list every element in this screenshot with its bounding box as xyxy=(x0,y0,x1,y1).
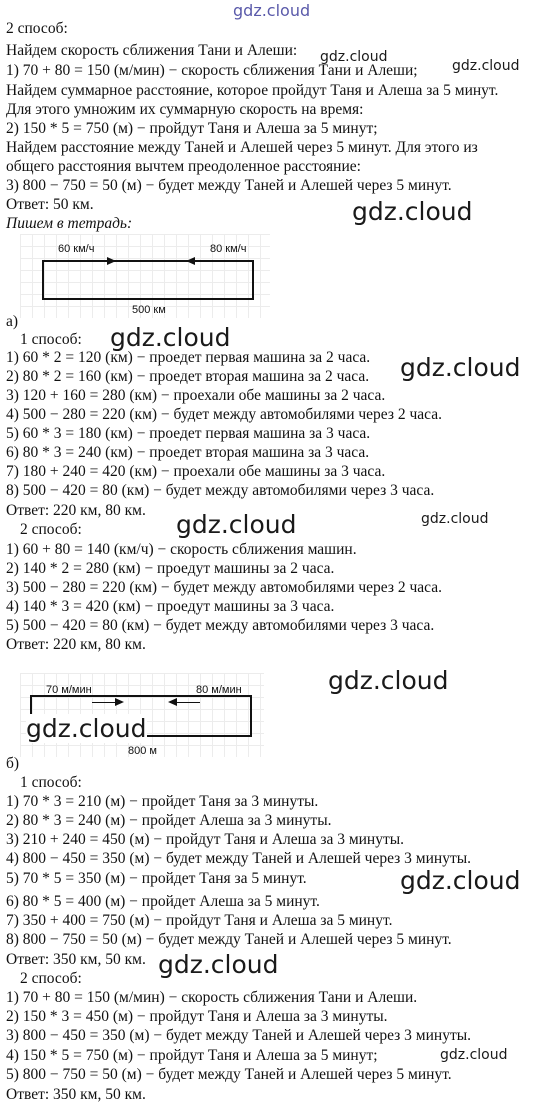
text-line: 7) 350 + 400 = 750 (м) − пройдут Таня и … xyxy=(6,912,393,929)
distance-label: 800 м xyxy=(128,745,157,757)
text-line: 8) 500 − 420 = 80 (км) − будет между авт… xyxy=(6,482,435,499)
text-line: 3) 500 − 280 = 220 (км) − будет между ав… xyxy=(6,579,442,596)
text-line: 2) 140 * 2 = 280 (км) − проедут машины з… xyxy=(6,560,335,577)
method-heading: 2 способ: xyxy=(20,970,82,987)
text-line: 1) 60 * 2 = 120 (км) − проедет первая ма… xyxy=(6,349,371,366)
arrow-right-icon xyxy=(88,257,116,265)
text-line: Найдем суммарное расстояние, которое про… xyxy=(6,82,499,99)
text-line: Для этого умножим их суммарную скорость … xyxy=(6,101,364,118)
watermark: gdz.cloud xyxy=(110,323,231,352)
text-line: 1) 70 * 3 = 210 (м) − пройдет Таня за 3 … xyxy=(6,793,319,810)
text-line: 5) 800 − 750 = 50 (м) − будет между Тане… xyxy=(6,1066,452,1083)
speed-label-left: 60 км/ч xyxy=(58,243,95,255)
watermark: gdz.cloud xyxy=(176,510,297,539)
speed-label-left: 70 м/мин xyxy=(46,684,92,696)
diagram-rect xyxy=(42,260,254,300)
text-line: 1) 60 + 80 = 140 (км/ч) − скорость сближ… xyxy=(6,541,357,558)
watermark: gdz.cloud xyxy=(328,666,449,695)
arrow-left-icon xyxy=(168,698,200,706)
answer-line: Ответ: 350 км, 50 км. xyxy=(6,1086,146,1103)
text-line: 1) 70 + 80 = 150 (м/мин) − скорость сбли… xyxy=(6,989,418,1006)
arrow-right-icon xyxy=(92,698,124,706)
text-line: 6) 80 * 5 = 400 (м) − пройдет Алеша за 5… xyxy=(6,893,320,910)
text-line: 7) 180 + 240 = 420 (км) − проехали обе м… xyxy=(6,463,386,480)
answer-line: Ответ: 50 км. xyxy=(6,196,94,213)
watermark: gdz.cloud xyxy=(352,197,473,226)
text-line: 2) 150 * 3 = 450 (м) − пройдут Таня и Ал… xyxy=(6,1008,388,1025)
text-line: общего расстояния вычтем преодоленное ра… xyxy=(6,158,361,175)
watermark: gdz.cloud xyxy=(400,866,521,895)
answer-line: Ответ: 220 км, 80 км. xyxy=(6,502,146,519)
text-line: 2) 80 * 2 = 160 (км) − проедет вторая ма… xyxy=(6,368,370,385)
diagram-a: 60 км/ч 80 км/ч 500 км xyxy=(20,234,270,318)
text-line: 4) 800 − 450 = 350 (м) − будет между Тан… xyxy=(6,850,472,867)
watermark: gdz.cloud xyxy=(233,1,311,20)
method-heading: 1 способ: xyxy=(20,331,82,348)
watermark: gdz.cloud xyxy=(400,353,521,382)
text-line: 3) 210 + 240 = 450 (м) − пройдут Таня и … xyxy=(6,831,405,848)
method-heading: 1 способ: xyxy=(20,774,82,791)
answer-line: Ответ: 220 км, 80 км. xyxy=(6,636,146,653)
text-line: 4) 500 − 280 = 220 (км) − будет между ав… xyxy=(6,406,442,423)
arrow-left-icon xyxy=(186,257,214,265)
text-line: 4) 150 * 5 = 750 (м) − пройдут Таня и Ал… xyxy=(6,1047,378,1064)
answer-line: Ответ: 350 км, 50 км. xyxy=(6,951,146,968)
text-line: 6) 80 * 3 = 240 (км) − проедет вторая ма… xyxy=(6,444,370,461)
text-line: 2) 150 * 5 = 750 (м) − пройдут Таня и Ал… xyxy=(6,120,378,137)
speed-label-right: 80 м/мин xyxy=(196,684,242,696)
text-line: 2) 80 * 3 = 240 (м) − пройдет Алеша за 3… xyxy=(6,812,332,829)
text-line: 1) 70 + 80 = 150 (м/мин) − скорость сбли… xyxy=(6,62,418,79)
watermark: gdz.cloud xyxy=(452,58,520,74)
text-line: 2 способ: xyxy=(6,20,68,37)
text-line: 5) 60 * 3 = 180 (км) − проедет первая ма… xyxy=(6,425,371,442)
text-line: 5) 70 * 5 = 350 (м) − пройдет Таня за 5 … xyxy=(6,870,307,887)
method-heading: 2 способ: xyxy=(20,521,82,538)
watermark: gdz.cloud xyxy=(440,1047,508,1063)
watermark: gdz.cloud xyxy=(158,950,279,979)
watermark: gdz.cloud xyxy=(320,49,388,65)
notebook-label: Пишем в тетрадь: xyxy=(6,215,133,232)
text-line: Найдем скорость сближения Тани и Алеши: xyxy=(6,42,298,59)
text-line: 5) 500 − 420 = 80 (км) − будет между авт… xyxy=(6,617,435,634)
text-line: 3) 800 − 750 = 50 (м) − будет между Тане… xyxy=(6,177,452,194)
text-line: 8) 800 − 750 = 50 (м) − будет между Тане… xyxy=(6,931,452,948)
text-line: 4) 140 * 3 = 420 (км) − проедут машины з… xyxy=(6,598,335,615)
speed-label-right: 80 км/ч xyxy=(210,243,247,255)
watermark: gdz.cloud xyxy=(421,511,489,527)
text-line: 3) 800 − 450 = 350 (м) − будет между Тан… xyxy=(6,1027,472,1044)
part-label: а) xyxy=(6,313,19,330)
watermark: gdz.cloud xyxy=(26,714,147,743)
distance-label: 500 км xyxy=(132,304,166,316)
part-label: б) xyxy=(6,755,20,772)
text-line: 3) 120 + 160 = 280 (км) − проехали обе м… xyxy=(6,387,386,404)
text-line: Найдем расстояние между Таней и Алешей ч… xyxy=(6,139,478,156)
